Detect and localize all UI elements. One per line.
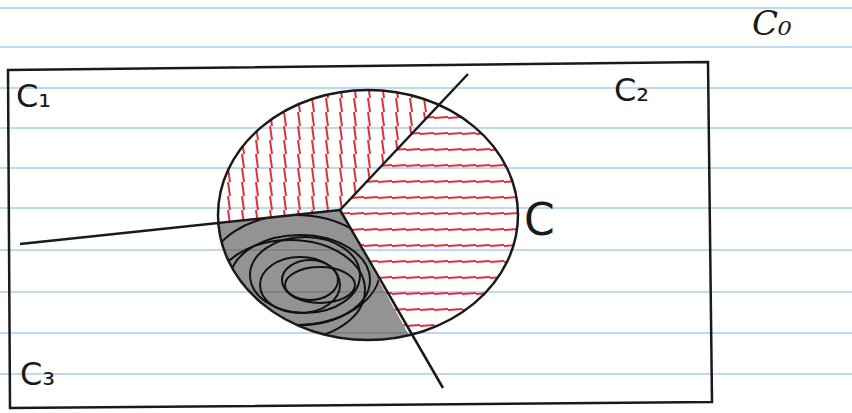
set-label: C₀ [752, 6, 792, 40]
outer-rectangle [8, 62, 712, 408]
dividing-line [20, 74, 468, 388]
region-label: C₃ [20, 358, 55, 390]
region-circle [218, 90, 518, 340]
region-label: C₂ [614, 74, 649, 106]
circle-label: C [524, 198, 555, 242]
region-label: C₁ [16, 80, 51, 112]
